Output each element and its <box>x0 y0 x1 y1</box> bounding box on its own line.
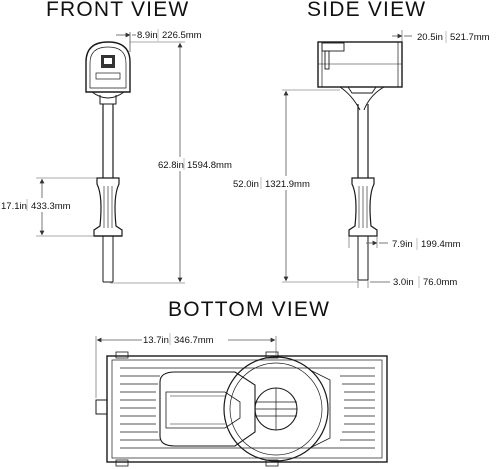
bottom-view-drawing <box>95 351 388 467</box>
front-view-title: FRONT VIEW <box>46 0 190 21</box>
side-post-width-in: 3.0in <box>393 277 414 288</box>
side-mailbox <box>317 41 403 88</box>
front-box-width-mm: 226.5mm <box>162 30 202 41</box>
side-view-drawing <box>317 41 403 281</box>
bottom-view-title: BOTTOM VIEW <box>168 298 331 321</box>
side-post-width-mm: 76.0mm <box>423 277 457 288</box>
front-base-height-mm: 433.3mm <box>31 201 71 212</box>
front-base-height-in: 17.1in <box>1 201 27 212</box>
front-post <box>102 104 114 178</box>
side-post-height-in: 52.0in <box>233 179 259 190</box>
side-base-width-in: 7.9in <box>392 239 413 250</box>
front-mailbox <box>85 41 131 93</box>
side-dimension-labels: 20.5in 521.7mm 52.0in 1321.9mm 7.9in 199… <box>232 31 490 288</box>
front-total-height-in: 62.8in <box>158 160 184 171</box>
front-view-drawing <box>85 41 131 283</box>
side-base-width-mm: 199.4mm <box>421 239 461 250</box>
side-view-title: SIDE VIEW <box>307 0 427 21</box>
bottom-mailbox-outline <box>106 355 388 463</box>
side-post-height-mm: 1321.9mm <box>265 179 310 190</box>
side-flag <box>321 42 345 52</box>
side-box-depth-mm: 521.7mm <box>450 32 490 43</box>
bottom-round-base <box>223 356 329 462</box>
front-box-width-in: 8.9in <box>137 30 158 41</box>
bottom-offset-in: 13.7in <box>143 335 169 346</box>
side-post <box>357 104 369 178</box>
bottom-offset-mm: 346.7mm <box>174 335 214 346</box>
side-box-depth-in: 20.5in <box>417 32 443 43</box>
bottom-dimension-labels: 13.7in 346.7mm <box>142 332 228 346</box>
bottom-latch <box>95 399 108 415</box>
front-dimensions <box>36 32 185 284</box>
bottom-bracket <box>159 371 256 447</box>
front-dimension-labels: 8.9in 226.5mm 62.8in 1594.8mm 17.1in 433… <box>0 29 232 212</box>
bottom-ribs <box>120 367 375 449</box>
front-total-height-mm: 1594.8mm <box>187 160 232 171</box>
